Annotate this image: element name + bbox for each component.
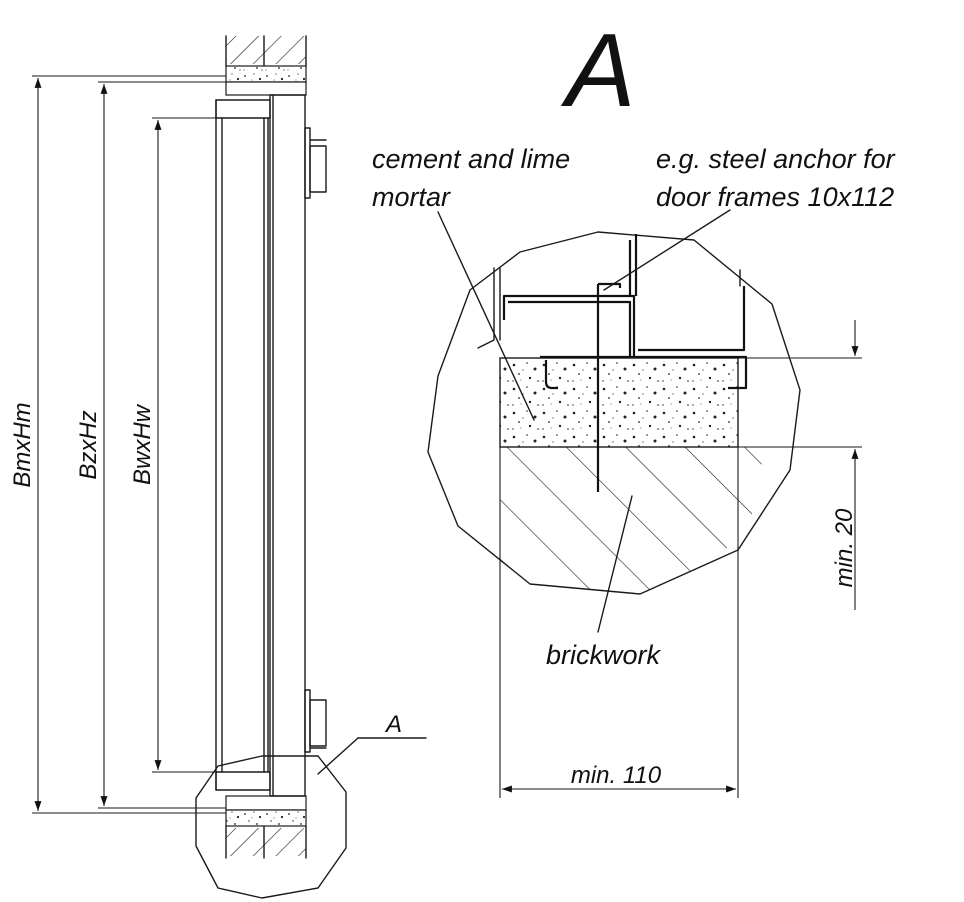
dim-frame-label: BzxHz <box>75 410 102 479</box>
brickwork-leader <box>597 495 633 633</box>
brickwork-label: brickwork <box>546 640 662 670</box>
anchor-label-line2: door frames 10x112 <box>656 182 894 212</box>
dim-opening-label: BwxHw <box>129 403 156 485</box>
hinge-bottom <box>304 689 327 753</box>
elevation-view: BmxHm BzxHz BwxHw A <box>9 35 427 899</box>
mortar-label-line2: mortar <box>372 182 451 212</box>
wall-bottom-hatch <box>226 828 306 856</box>
hinge-top <box>304 127 327 199</box>
dim-outer-label: BmxHm <box>9 402 36 487</box>
mortar-bottom <box>225 809 307 827</box>
wall-top-hatch <box>226 36 306 64</box>
detail-callout-circle <box>195 755 347 899</box>
mortar-leader <box>437 211 535 421</box>
detail-a-view: A cement and lime mortar e.g. steel anc <box>372 13 896 798</box>
mortar-top <box>225 65 307 83</box>
mortar-block <box>499 357 739 448</box>
mortar-label-line1: cement and lime <box>372 144 570 174</box>
brickwork-hatch <box>500 447 765 594</box>
detail-title: A <box>560 13 635 129</box>
dim-width-label: min. 110 <box>571 762 662 789</box>
door-frame <box>269 94 306 797</box>
anchor-label-line1: e.g. steel anchor for <box>656 144 896 174</box>
dim-depth-label: min. 20 <box>831 508 858 587</box>
frame-profile-left <box>544 360 558 390</box>
detail-callout-label: A <box>384 711 402 738</box>
anchor-leader <box>603 209 731 291</box>
